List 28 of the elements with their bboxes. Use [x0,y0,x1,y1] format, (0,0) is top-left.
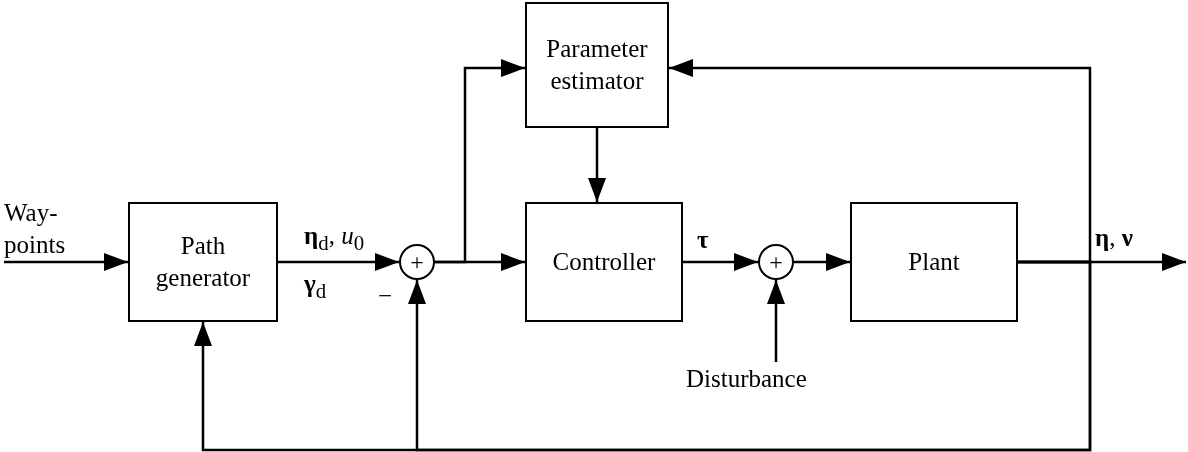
arrow [588,128,606,202]
sign-label: − [378,282,393,310]
block-label: Parameter estimator [545,33,649,96]
disturbance-text: Disturbance [686,362,866,396]
plus-sign: + [769,250,783,274]
plus-sign: + [410,250,424,274]
arrow [794,253,850,271]
arrow [767,280,785,362]
arrow [2,253,128,271]
edge-label: η$_{d}$, u$_{0}$ [304,222,365,255]
edge-label: τ [697,226,709,254]
arrow [278,253,399,271]
arrow [669,59,1092,264]
summing-junction [758,244,794,280]
arrow [435,59,525,264]
block-box [128,202,278,322]
block-box [850,202,1018,322]
edge-label: η, ν [1095,224,1133,252]
input-text: Way- points [4,196,99,262]
block-label: Controller [551,246,657,277]
signal-label: γ$_{d}$ [304,270,327,303]
block-label: Plant [907,246,961,277]
block-box [525,2,669,128]
block-box [525,202,683,322]
summing-junction [399,244,435,280]
block-label: Path generator [154,230,252,293]
arrow [683,253,758,271]
arrow [408,260,1092,452]
